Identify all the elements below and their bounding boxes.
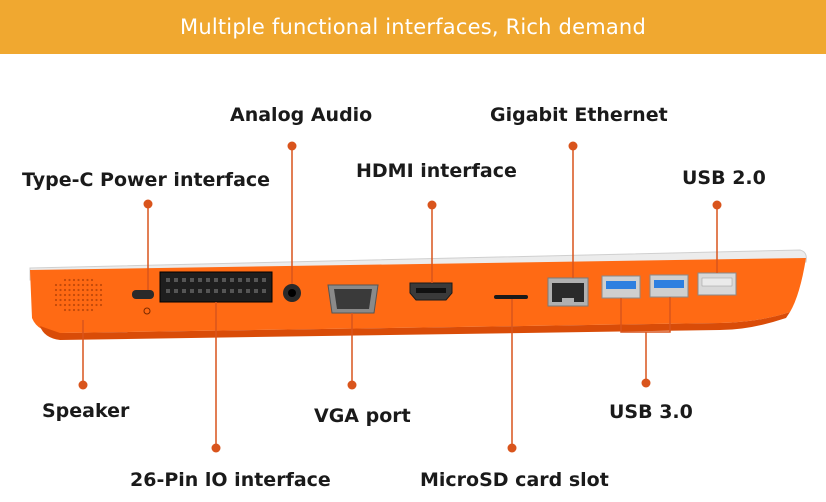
ethernet-port-icon [547, 277, 589, 307]
label-type-c-power: Type-C Power interface [22, 169, 271, 191]
vga-port-icon [327, 284, 379, 314]
label-speaker: Speaker [42, 400, 130, 422]
label-gigabit-ethernet: Gigabit Ethernet [490, 104, 668, 126]
label-usb3: USB 3.0 [609, 401, 693, 423]
label-analog-audio: Analog Audio [230, 104, 373, 126]
type-c-port-icon [132, 290, 154, 315]
device-bottom-edge [40, 312, 790, 340]
label-hdmi: HDMI interface [356, 160, 517, 182]
label-microsd: MicroSD card slot [420, 469, 609, 491]
callout-dots [78, 141, 722, 453]
label-26pin-io: 26-Pin lO interface [130, 469, 331, 491]
26-pin-header-icon [159, 271, 273, 303]
banner-title: Multiple functional interfaces, Rich dem… [180, 15, 646, 39]
microsd-slot-icon [494, 295, 528, 299]
title-banner: Multiple functional interfaces, Rich dem… [0, 0, 826, 54]
usb2-port-icon [697, 272, 737, 296]
hdmi-port-icon [409, 282, 453, 301]
label-usb2: USB 2.0 [682, 167, 766, 189]
audio-jack-icon [283, 284, 301, 302]
speaker-grille-icon [54, 278, 103, 312]
callout-lines [82, 146, 718, 448]
label-vga: VGA port [314, 405, 411, 427]
